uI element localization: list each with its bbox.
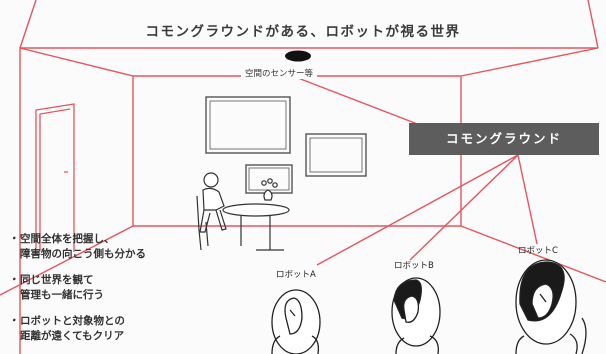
table-and-person <box>196 172 290 251</box>
sensor-label: 空間のセンサー等 <box>241 67 317 79</box>
robot-c <box>515 259 587 354</box>
benefit-line: 空間全体を把握し、 <box>20 233 115 245</box>
robot-a-label: ロボットA <box>276 270 316 280</box>
benefit-line: ロボットと対象物との <box>20 315 125 327</box>
connection-lines <box>297 77 538 266</box>
door <box>35 103 75 252</box>
benefit-item: ・空間全体を把握し、 障害物の向こう側も分かる <box>8 232 208 261</box>
benefit-line: 管理も一緒に行う <box>20 288 104 301</box>
common-ground-label: コモングラウンド <box>409 123 599 155</box>
benefits-list: ・空間全体を把握し、 障害物の向こう側も分かる ・同じ世界を観て 管理も一緒に行… <box>8 232 208 354</box>
robot-c-label: ロボットC <box>518 246 558 256</box>
robot-a <box>271 289 321 354</box>
robot-b-label: ロボットB <box>394 261 434 271</box>
robot-b <box>391 277 441 354</box>
page-title: コモングラウンドがある、ロボットが視る世界 <box>145 24 461 40</box>
benefit-line: 障害物の向こう側も分かる <box>20 247 146 260</box>
benefit-line: 同じ世界を観て <box>20 274 94 286</box>
bullet-dot-icon: ・ <box>8 274 19 286</box>
benefit-line: 距離が遠くてもクリア <box>20 329 125 342</box>
ceiling-sensor <box>285 50 311 62</box>
bullet-dot-icon: ・ <box>8 315 19 327</box>
benefit-item: ・ロボットと対象物との 距離が遠くてもクリア <box>8 314 208 343</box>
wall-frames <box>205 96 367 194</box>
benefit-item: ・同じ世界を観て 管理も一緒に行う <box>8 273 208 302</box>
bullet-dot-icon: ・ <box>8 233 19 245</box>
